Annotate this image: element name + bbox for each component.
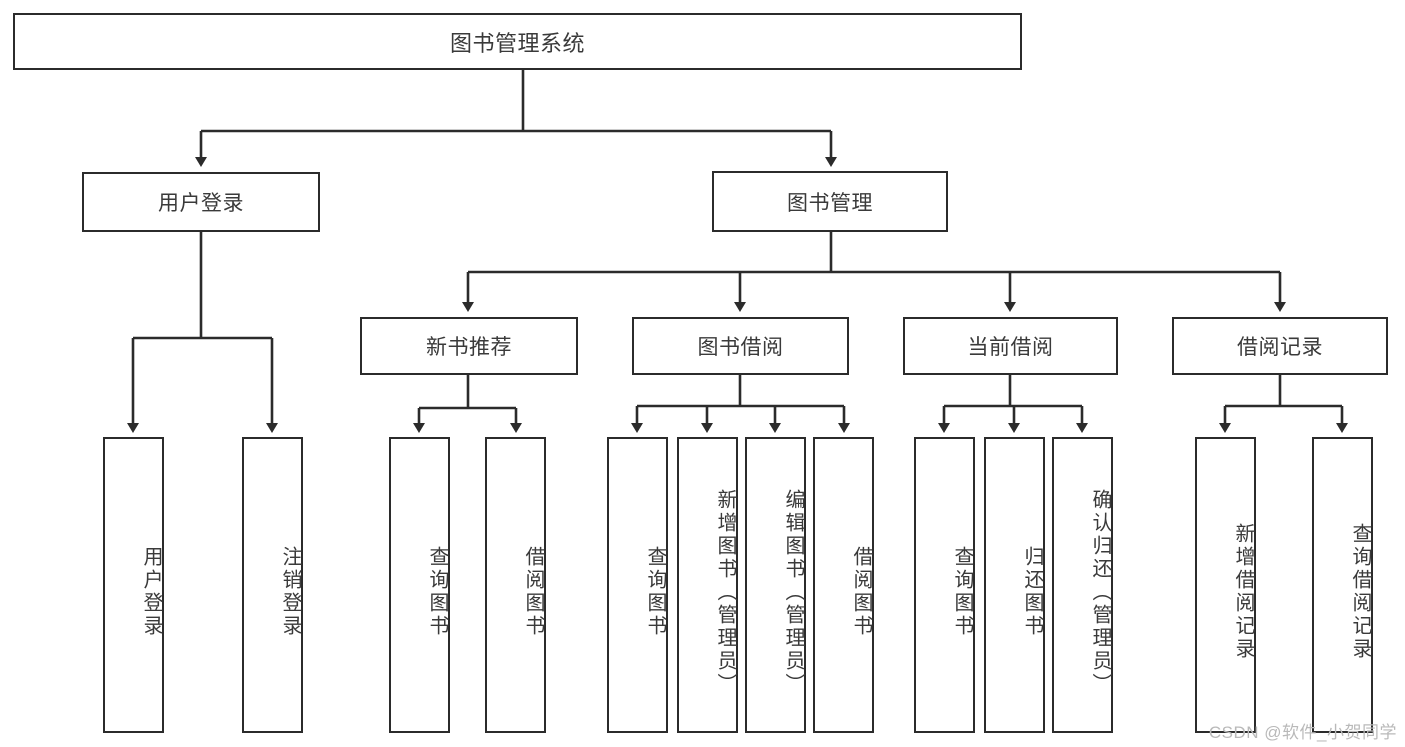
node-leaf-add-record-label: 新增借阅记录 bbox=[1232, 523, 1254, 661]
csdn-watermark: CSDN @软件_小贺同学 bbox=[1208, 723, 1397, 742]
node-leaf-borrow-book-1-label: 借阅图书 bbox=[522, 546, 544, 638]
node-new-book-rec-label: 新书推荐 bbox=[426, 336, 512, 359]
node-leaf-add-record[interactable]: 新增借阅记录 bbox=[1195, 437, 1256, 733]
node-leaf-logout[interactable]: 注销登录 bbox=[242, 437, 303, 733]
node-leaf-query-book-3-label: 查询图书 bbox=[951, 546, 973, 638]
node-borrow-record-label: 借阅记录 bbox=[1237, 336, 1323, 359]
node-book-manage[interactable]: 图书管理 bbox=[712, 171, 948, 232]
node-root[interactable]: 图书管理系统 bbox=[13, 13, 1022, 70]
node-book-manage-label: 图书管理 bbox=[787, 191, 873, 215]
node-leaf-add-book[interactable]: 新增图书（管理员） bbox=[677, 437, 738, 733]
node-book-borrow[interactable]: 图书借阅 bbox=[632, 317, 849, 375]
node-leaf-return-book[interactable]: 归还图书 bbox=[984, 437, 1045, 733]
node-leaf-query-book-1-label: 查询图书 bbox=[426, 546, 448, 638]
node-leaf-return-book-label: 归还图书 bbox=[1021, 546, 1043, 638]
node-leaf-confirm-return-label: 确认归还（管理员） bbox=[1089, 488, 1111, 696]
node-leaf-borrow-book-2-label: 借阅图书 bbox=[850, 546, 872, 638]
node-leaf-query-record-label: 查询借阅记录 bbox=[1349, 523, 1371, 661]
node-leaf-query-book-3[interactable]: 查询图书 bbox=[914, 437, 975, 733]
node-leaf-query-book-1[interactable]: 查询图书 bbox=[389, 437, 450, 733]
node-new-book-rec[interactable]: 新书推荐 bbox=[360, 317, 578, 375]
node-leaf-user-login-label: 用户登录 bbox=[140, 546, 162, 638]
node-leaf-edit-book-label: 编辑图书（管理员） bbox=[782, 488, 804, 696]
node-book-borrow-label: 图书借阅 bbox=[697, 336, 784, 359]
node-leaf-borrow-book-2[interactable]: 借阅图书 bbox=[813, 437, 874, 733]
node-leaf-add-book-label: 新增图书（管理员） bbox=[714, 488, 736, 696]
node-user-login-label: 用户登录 bbox=[158, 192, 244, 215]
node-root-label: 图书管理系统 bbox=[449, 30, 585, 56]
node-borrow-record[interactable]: 借阅记录 bbox=[1172, 317, 1388, 375]
node-leaf-confirm-return[interactable]: 确认归还（管理员） bbox=[1052, 437, 1113, 733]
node-leaf-query-book-2-label: 查询图书 bbox=[644, 546, 666, 638]
node-leaf-logout-label: 注销登录 bbox=[279, 546, 301, 638]
node-user-login[interactable]: 用户登录 bbox=[82, 172, 320, 232]
node-leaf-user-login[interactable]: 用户登录 bbox=[103, 437, 164, 733]
node-leaf-query-record[interactable]: 查询借阅记录 bbox=[1312, 437, 1373, 733]
node-leaf-borrow-book-1[interactable]: 借阅图书 bbox=[485, 437, 546, 733]
node-leaf-query-book-2[interactable]: 查询图书 bbox=[607, 437, 668, 733]
node-current-borrow-label: 当前借阅 bbox=[967, 336, 1054, 359]
node-current-borrow[interactable]: 当前借阅 bbox=[903, 317, 1118, 375]
node-leaf-edit-book[interactable]: 编辑图书（管理员） bbox=[745, 437, 806, 733]
